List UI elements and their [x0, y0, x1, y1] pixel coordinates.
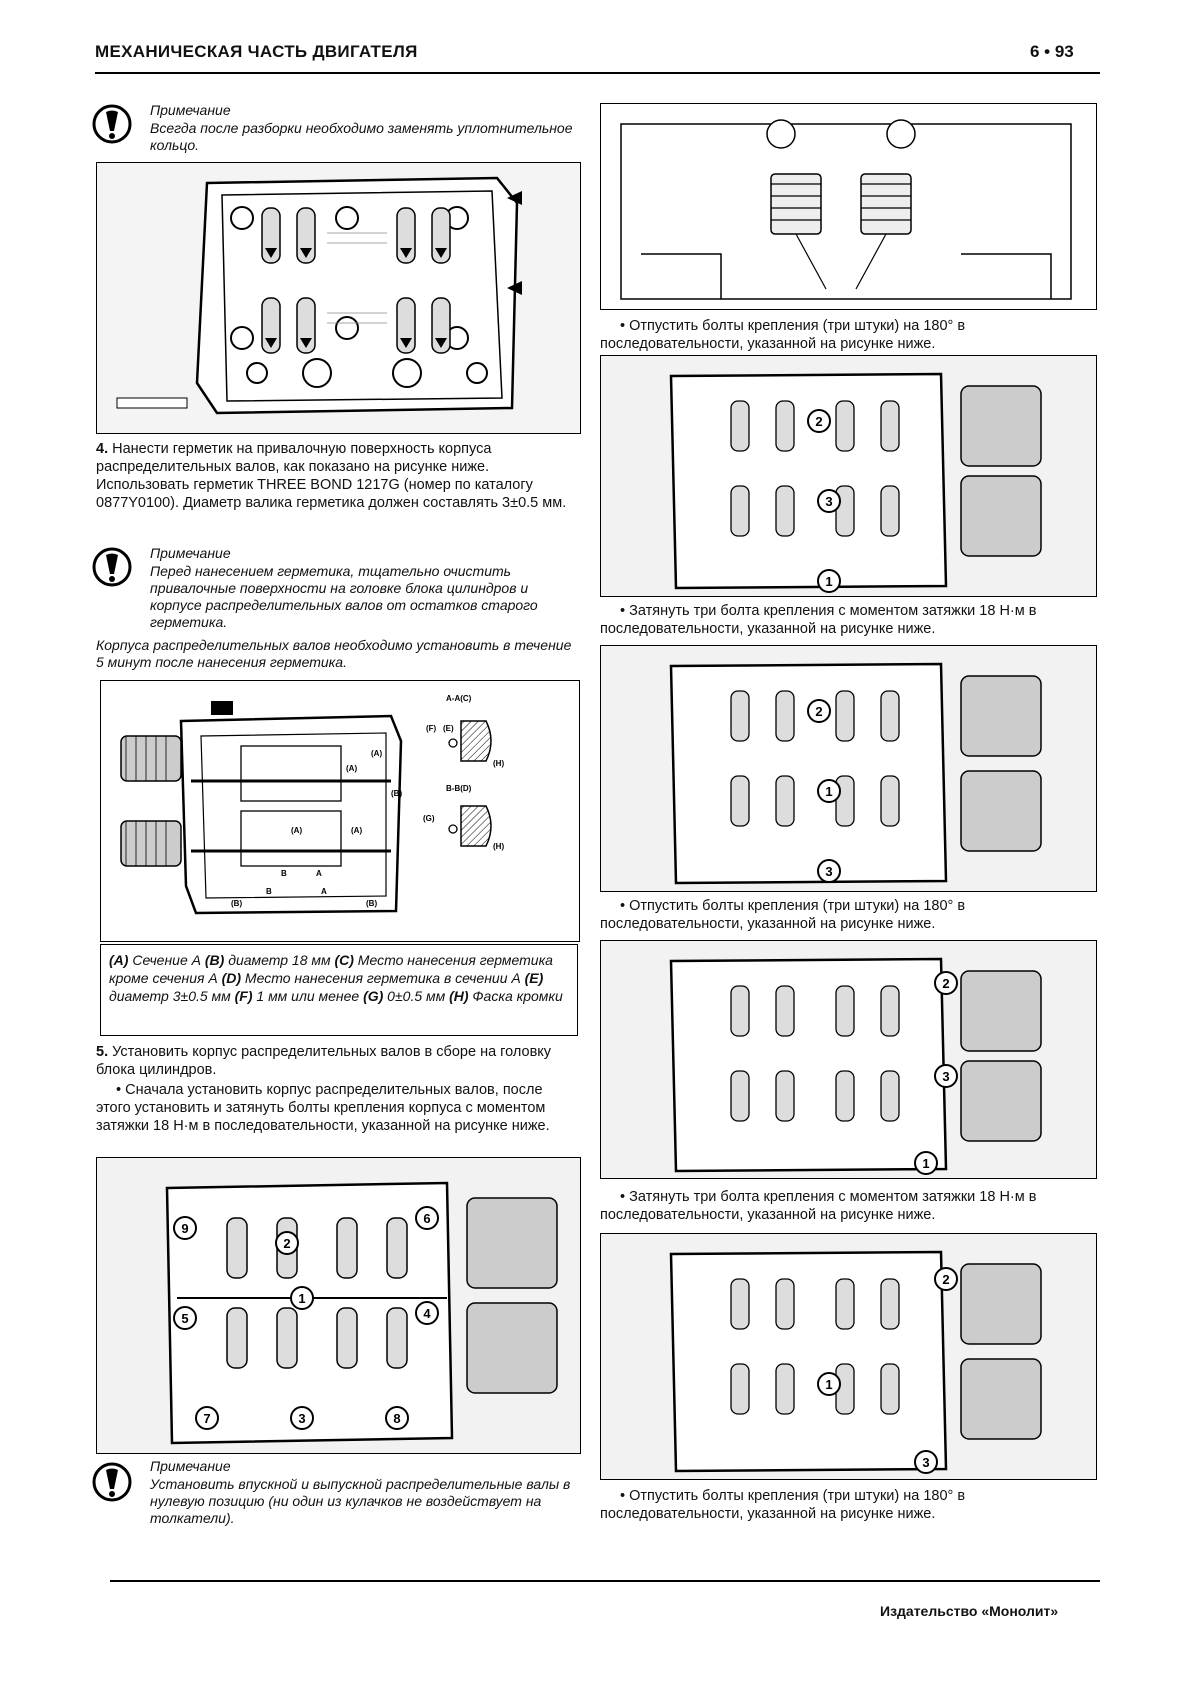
label-b-3: (B): [366, 899, 377, 908]
caption-key-b: (B): [204, 952, 225, 968]
step-5-number: 5.: [96, 1044, 109, 1060]
figure-sequence-3: 2 3 1: [600, 940, 1097, 1179]
note-1-label: Примечание: [150, 102, 231, 118]
label-b-4: B: [281, 869, 287, 878]
figure-tightening-order: 1 2 3 4 5 6 7 8 9: [96, 1157, 581, 1454]
label-a-1: (A): [291, 826, 302, 835]
label-h-2: (H): [493, 842, 504, 851]
caption-key-c: (C): [334, 952, 354, 968]
r4-seq-b: 3: [942, 1069, 949, 1084]
caption-key-h: (H): [449, 988, 469, 1004]
seq-8: 8: [393, 1411, 400, 1426]
caption-text-c: Место нанесения герметика кроме сечения …: [109, 952, 553, 986]
figure-sequence-4: 2 1 3: [600, 1233, 1097, 1480]
right-bullet-3: • Отпустить болты крепления (три штуки) …: [600, 898, 966, 932]
label-a-3: (A): [346, 764, 357, 773]
right-bullet-1: • Отпустить болты крепления (три штуки) …: [600, 318, 966, 352]
r5-seq-b: 1: [825, 1377, 832, 1392]
step-4-paragraph: 4. Нанести герметик на привалочную повер…: [96, 440, 580, 512]
label-b-1: (B): [391, 789, 402, 798]
note-2-text-2: Корпуса распределительных валов необходи…: [96, 637, 572, 670]
header-rule: [95, 72, 1100, 74]
caption-key-d: (D): [221, 970, 242, 986]
note-exclamation-icon: [92, 104, 132, 144]
step-5-bullet: • Сначала установить корпус распределите…: [96, 1082, 550, 1134]
label-f: (F): [426, 724, 437, 733]
label-b-2: (B): [231, 899, 242, 908]
figure-sealant-diagram: A-A(C) B-B(D) (F) (E) (H) (G) (H) (B) (A…: [100, 680, 580, 942]
label-e: (E): [443, 724, 454, 733]
step-5-paragraph: 5. Установить корпус распределительных в…: [96, 1043, 580, 1079]
label-a-2: (A): [351, 826, 362, 835]
note-1-text: Всегда после разборки необходимо заменят…: [150, 120, 573, 153]
label-a-4: (A): [371, 749, 382, 758]
step-5-text: Установить корпус распределительных вало…: [96, 1044, 552, 1078]
seq-3: 3: [298, 1411, 305, 1426]
seq-7: 7: [203, 1411, 210, 1426]
caption-text-f: 1 мм или менее: [252, 988, 364, 1004]
label-b-5: B: [266, 887, 272, 896]
figure-sequence-1: 2 3 1: [600, 355, 1097, 597]
right-bullet-2: • Затянуть три болта крепления с моменто…: [600, 603, 1037, 637]
caption-key-f: (F): [234, 988, 253, 1004]
seq-2: 2: [283, 1236, 290, 1251]
caption-text-d: Место нанесения герметика в сечении А: [241, 970, 525, 986]
note-3-label: Примечание: [150, 1458, 231, 1474]
caption-text-b: диаметр 18 мм: [224, 952, 335, 968]
caption-text-a: Сечение А: [128, 952, 205, 968]
note-3-text: Установить впускной и выпускной распреде…: [150, 1476, 571, 1526]
r3-seq-a: 2: [815, 704, 822, 719]
figure-caption: (A) Сечение А (B) диаметр 18 мм (C) Мест…: [100, 944, 578, 1036]
seq-1: 1: [298, 1291, 305, 1306]
caption-key-g: (G): [363, 988, 384, 1004]
caption-key-a: (A): [109, 952, 129, 968]
note-exclamation-icon: [92, 1462, 132, 1502]
caption-text-g: 0±0.5 мм: [383, 988, 450, 1004]
caption-text-h: Фаска кромки: [468, 988, 563, 1004]
step-4-number: 4.: [96, 441, 109, 457]
label-a-6: A: [321, 887, 327, 896]
seq-6: 6: [423, 1211, 430, 1226]
footer-rule: [110, 1580, 1100, 1582]
page-header-title: МЕХАНИЧЕСКАЯ ЧАСТЬ ДВИГАТЕЛЯ: [95, 42, 418, 61]
caption-text-e: диаметр 3±0.5 мм: [109, 988, 235, 1004]
seq-4: 4: [423, 1306, 431, 1321]
r4-seq-c: 1: [922, 1156, 929, 1171]
right-bullet-5: • Отпустить болты крепления (три штуки) …: [600, 1488, 966, 1522]
label-aa: A-A(C): [446, 694, 472, 703]
r2-seq-b: 3: [825, 494, 832, 509]
label-a-5: A: [316, 869, 322, 878]
r2-seq-c: 1: [825, 574, 832, 589]
label-bb: B-B(D): [446, 784, 472, 793]
note-exclamation-icon: [92, 547, 132, 587]
page-number: 6 • 93: [1030, 42, 1074, 61]
r5-seq-a: 2: [942, 1272, 949, 1287]
label-g: (G): [423, 814, 435, 823]
seq-5: 5: [181, 1311, 188, 1326]
figure-sequence-2: 2 1 3: [600, 645, 1097, 892]
step-4-text: Нанести герметик на привалочную поверхно…: [96, 441, 567, 511]
r3-seq-c: 3: [825, 864, 832, 879]
publisher-name: Издательство «Монолит»: [880, 1603, 1059, 1619]
r3-seq-b: 1: [825, 784, 832, 799]
right-bullet-4: • Затянуть три болта крепления с моменто…: [600, 1189, 1037, 1223]
figure-cylinder-head: [96, 162, 581, 434]
seq-9: 9: [181, 1221, 188, 1236]
note-2-label: Примечание: [150, 545, 231, 561]
r4-seq-a: 2: [942, 976, 949, 991]
figure-valves: [600, 103, 1097, 310]
caption-key-e: (E): [524, 970, 544, 986]
label-h-1: (H): [493, 759, 504, 768]
note-2-text-1: Перед нанесением герметика, тщательно оч…: [150, 563, 538, 630]
r2-seq-a: 2: [815, 414, 822, 429]
r5-seq-c: 3: [922, 1455, 929, 1470]
